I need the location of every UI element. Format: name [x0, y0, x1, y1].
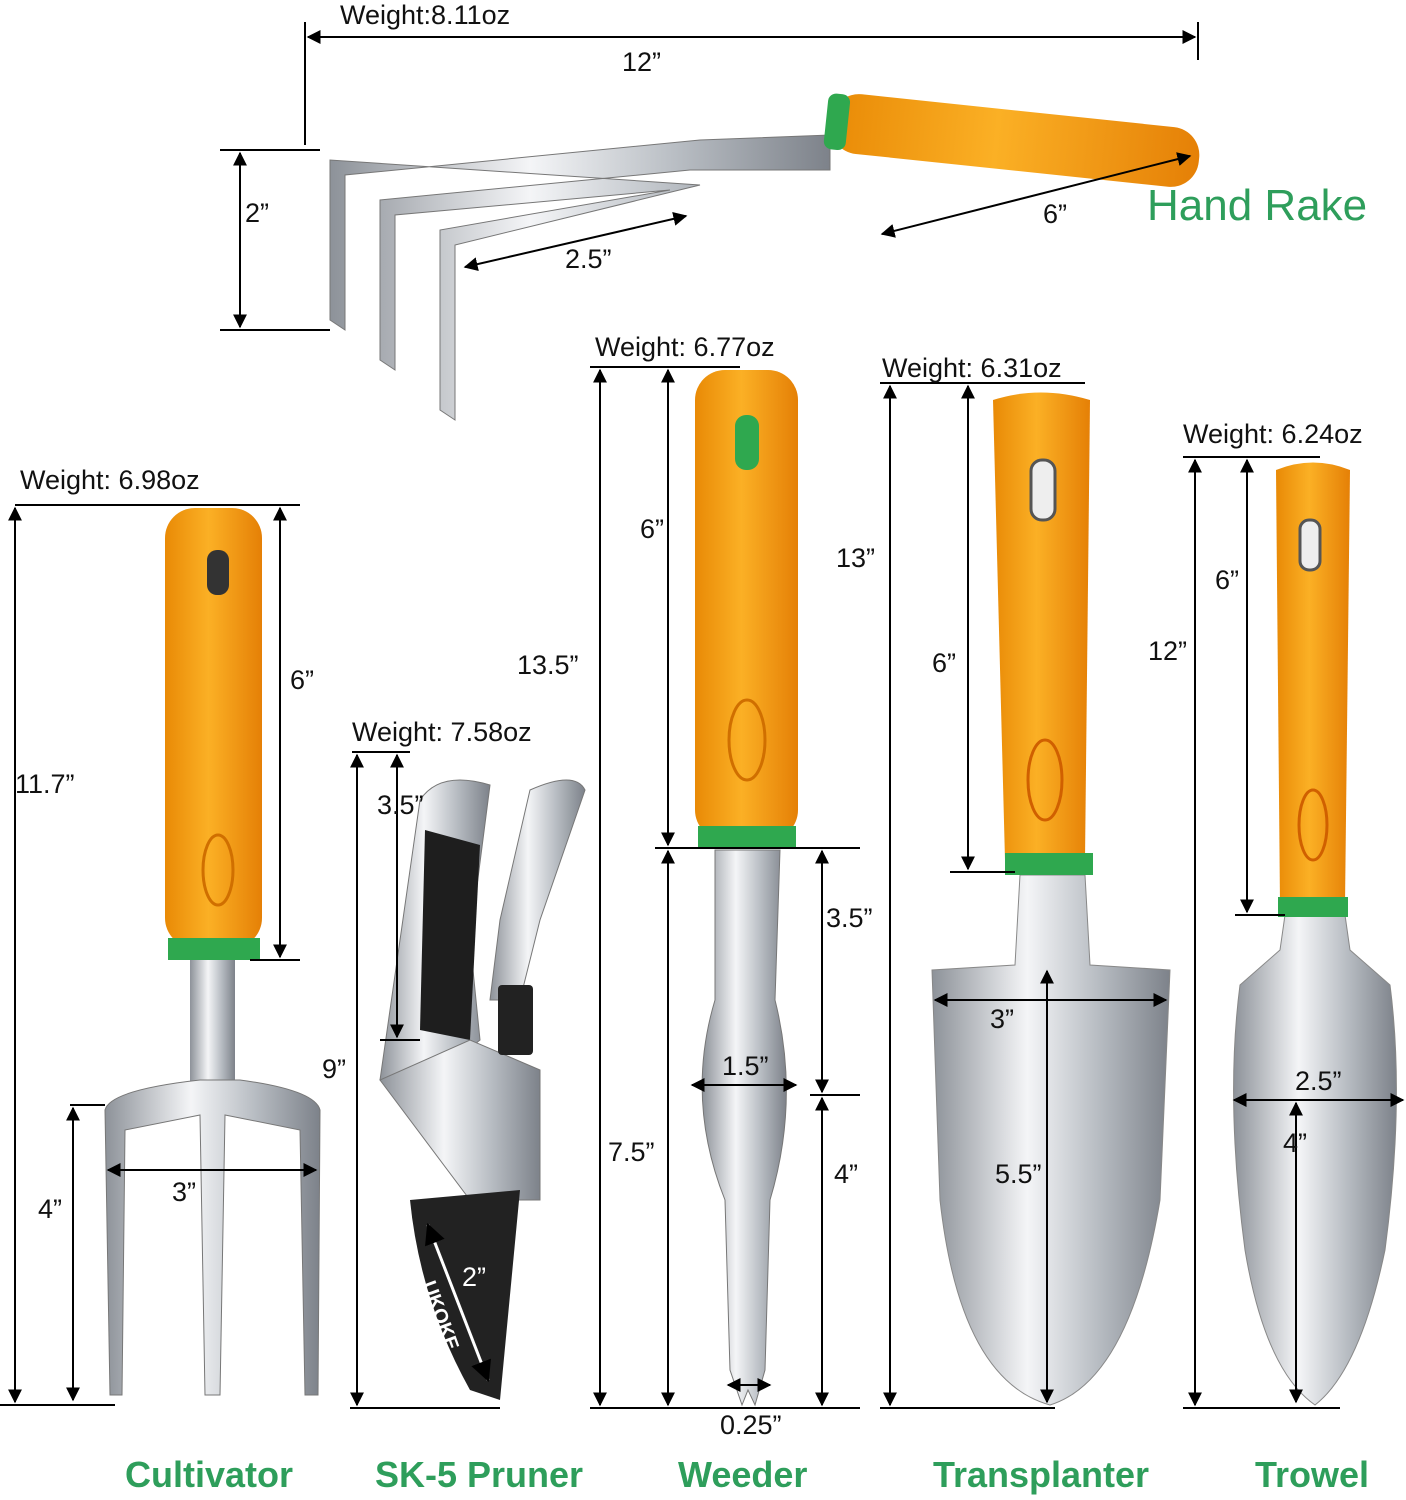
cultivator-width: 3” — [172, 1177, 197, 1207]
trowel-length: 12” — [1148, 636, 1188, 666]
cultivator-weight: Weight: 6.98oz — [20, 465, 200, 495]
hand-rake-height: 2” — [245, 198, 270, 228]
transplanter-width: 3” — [990, 1004, 1015, 1034]
pruner-blade: 2” — [462, 1262, 487, 1292]
cultivator-dimension-lines — [0, 504, 318, 1406]
hand-rake-length: 12” — [622, 47, 662, 77]
trowel-image — [1233, 462, 1397, 1406]
trowel-dimension-lines — [1183, 456, 1405, 1409]
cultivator-length: 11.7” — [15, 769, 75, 799]
pruner-handle: 3.5” — [377, 790, 424, 820]
pruner-name: SK-5 Pruner — [375, 1454, 584, 1495]
hand-rake-handle: 6” — [1043, 199, 1068, 229]
transplanter-dimension-lines — [880, 382, 1168, 1409]
pruner-dimension-lines — [350, 751, 500, 1409]
trowel-depth: 4” — [1283, 1128, 1308, 1158]
hand-rake-tine: 2.5” — [565, 244, 612, 274]
cultivator-handle: 6” — [290, 665, 315, 695]
trowel-handle: 6” — [1215, 565, 1240, 595]
transplanter-length: 13” — [836, 543, 876, 573]
hand-rake-weight: Weight:8.11oz — [340, 0, 511, 30]
transplanter-name: Transplanter — [933, 1454, 1150, 1495]
pruner-weight: Weight: 7.58oz — [352, 717, 532, 747]
transplanter-weight: Weight: 6.31oz — [882, 353, 1062, 383]
weeder-shaft: 7.5” — [608, 1137, 655, 1167]
weeder-length: 13.5” — [517, 650, 579, 680]
weeder-fork: 4” — [834, 1159, 859, 1189]
weeder-image — [695, 370, 798, 1407]
weeder-tip: 0.25” — [720, 1410, 782, 1440]
cultivator-name: Cultivator — [125, 1454, 294, 1495]
trowel-weight: Weight: 6.24oz — [1183, 419, 1363, 449]
pruner-image — [379, 779, 586, 1400]
transplanter-handle: 6” — [932, 648, 957, 678]
hand-rake-name: Hand Rake — [1147, 181, 1368, 230]
cultivator-tine: 4” — [38, 1194, 63, 1224]
hand-rake-dimension-lines — [220, 22, 1199, 331]
cultivator-image — [104, 508, 321, 1396]
trowel-name: Trowel — [1255, 1454, 1370, 1495]
weeder-handle: 6” — [640, 514, 665, 544]
weeder-neck: 3.5” — [826, 903, 873, 933]
pruner-length: 9” — [322, 1054, 347, 1084]
trowel-width: 2.5” — [1295, 1066, 1342, 1096]
weeder-width: 1.5” — [722, 1051, 769, 1081]
transplanter-blade: 5.5” — [995, 1159, 1042, 1189]
weeder-weight: Weight: 6.77oz — [595, 332, 775, 362]
weeder-name: Weeder — [678, 1454, 808, 1495]
weeder-dimension-lines — [590, 366, 860, 1409]
